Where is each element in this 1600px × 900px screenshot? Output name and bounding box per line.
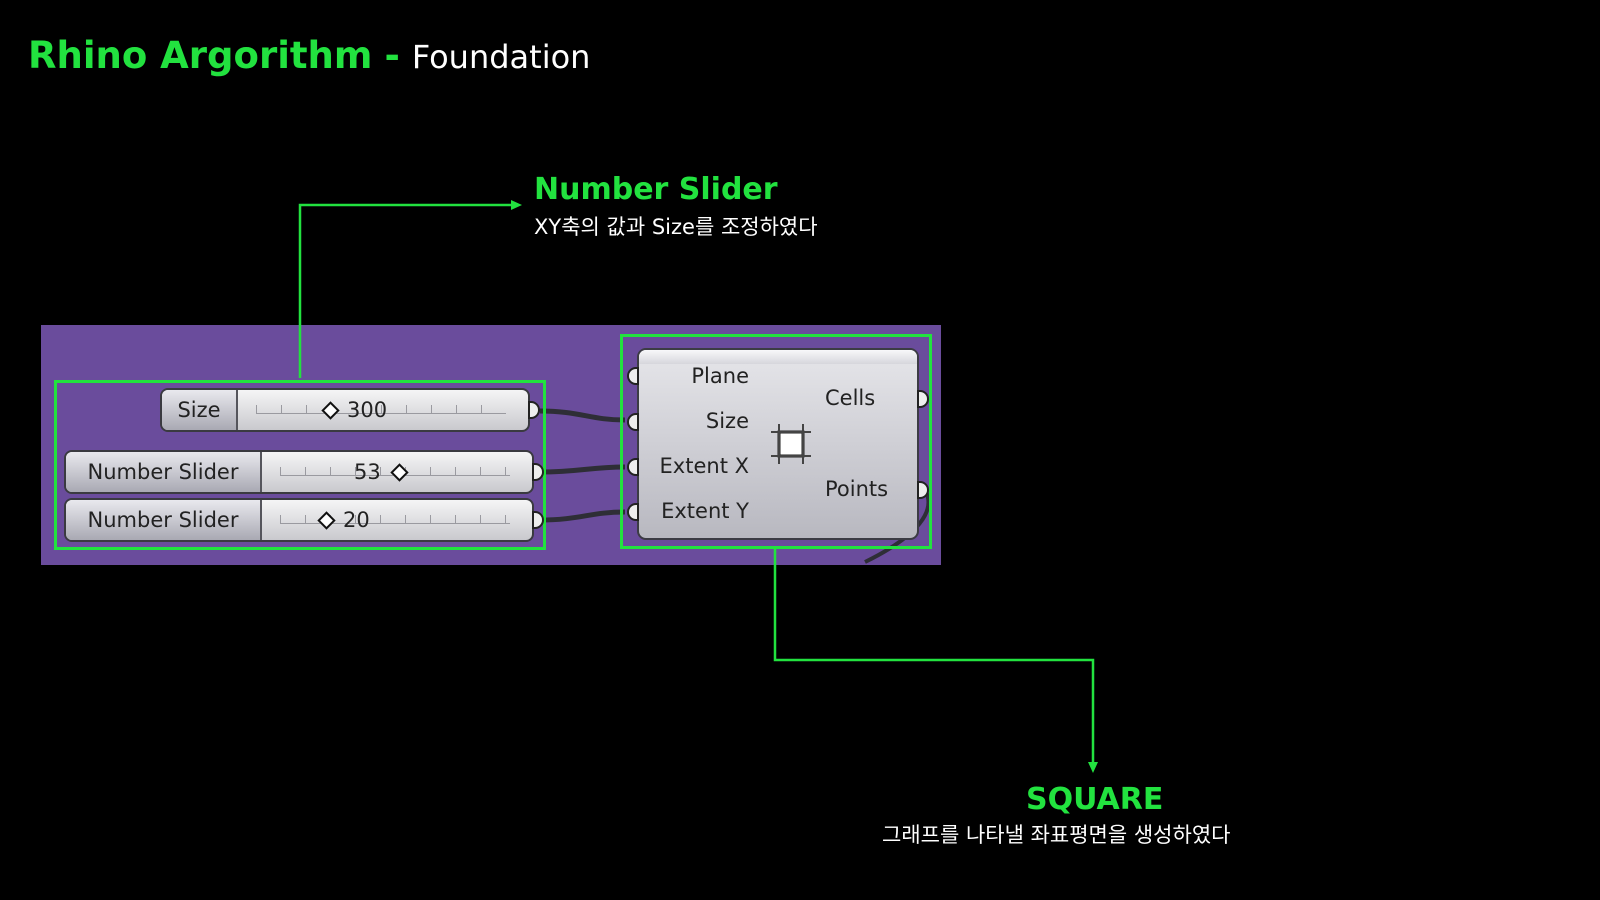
title-sub: Foundation — [411, 38, 591, 76]
number-slider-2-output-port[interactable] — [532, 511, 544, 529]
number-slider-1[interactable]: Number Slider 53 — [64, 450, 544, 494]
callout-slider-title: Number Slider — [534, 172, 778, 207]
callout-square-title: SQUARE — [1026, 782, 1164, 817]
size-slider-value-wrap: 300 — [321, 398, 388, 422]
input-label-extent-y: Extent Y — [661, 499, 749, 523]
square-component[interactable]: Plane Size Extent X Extent Y Cells Point… — [627, 348, 929, 540]
output-port-cells[interactable] — [917, 390, 929, 408]
size-slider-track[interactable]: 300 — [236, 390, 528, 430]
slider-callout-line — [298, 203, 514, 378]
slide-title: Rhino Argorithm-Foundation — [28, 34, 590, 77]
number-slider-2[interactable]: Number Slider 20 — [64, 498, 544, 542]
output-label-points: Points — [825, 477, 889, 501]
number-slider-2-value: 20 — [343, 508, 370, 532]
number-slider-1-value-wrap: 53 — [354, 460, 409, 484]
title-main: Rhino Argorithm — [28, 34, 373, 77]
square-grid-icon — [771, 424, 811, 464]
size-slider-output-port[interactable] — [528, 401, 540, 419]
slider-grip-icon[interactable] — [317, 510, 336, 530]
square-callout-line — [773, 549, 1095, 764]
wire-extent-y — [539, 509, 626, 523]
slider-group-highlight — [54, 380, 546, 550]
number-slider-2-value-wrap: 20 — [317, 508, 370, 532]
number-slider-1-label: Number Slider — [66, 452, 262, 492]
input-label-plane: Plane — [691, 364, 749, 388]
input-port-size[interactable] — [627, 413, 639, 431]
wire-extent-x — [539, 464, 626, 475]
size-slider[interactable]: Size 300 — [160, 388, 540, 432]
square-callout-arrowhead — [1088, 762, 1098, 773]
callout-slider-desc: XY축의 값과 Size를 조정하였다 — [534, 215, 818, 239]
number-slider-1-value: 53 — [354, 460, 381, 484]
component-header — [639, 350, 917, 364]
wire-points-out — [864, 491, 931, 564]
output-label-cells: Cells — [825, 386, 876, 410]
number-slider-1-track[interactable]: 53 — [260, 452, 532, 492]
output-port-points[interactable] — [917, 481, 929, 499]
slider-callout-arrowhead — [511, 200, 522, 210]
number-slider-2-label: Number Slider — [66, 500, 262, 540]
slider-grip-icon[interactable] — [390, 462, 409, 482]
title-separator: - — [384, 34, 400, 77]
input-port-extent-x[interactable] — [627, 458, 639, 476]
slider-ticks — [280, 515, 510, 524]
input-label-extent-x: Extent X — [659, 454, 749, 478]
square-component-highlight — [620, 334, 932, 549]
slider-grip-icon[interactable] — [321, 400, 340, 420]
wire-size — [539, 408, 626, 423]
input-port-extent-y[interactable] — [627, 503, 639, 521]
callout-square-desc: 그래프를 나타낼 좌표평면을 생성하였다 — [882, 823, 1231, 847]
number-slider-2-track[interactable]: 20 — [260, 500, 532, 540]
input-port-plane[interactable] — [627, 367, 639, 385]
size-slider-label: Size — [162, 390, 238, 430]
number-slider-1-output-port[interactable] — [532, 463, 544, 481]
slider-ticks — [256, 405, 506, 414]
size-slider-value: 300 — [347, 398, 388, 422]
input-label-size: Size — [705, 409, 749, 433]
